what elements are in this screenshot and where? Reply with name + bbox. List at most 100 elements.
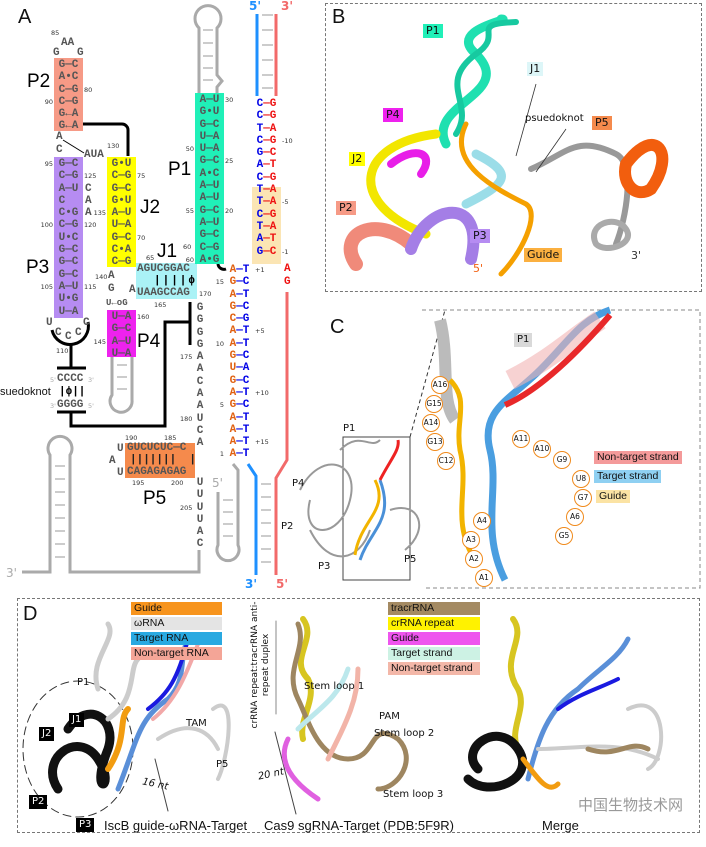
- position-number: 80: [84, 85, 93, 94]
- base-pair-text: U: [196, 477, 204, 489]
- base-pair-text: A—T: [229, 448, 250, 461]
- base-pair-text: G•U: [111, 158, 132, 170]
- base-pair: A—T+1: [226, 264, 265, 276]
- position-number: 20: [225, 206, 234, 215]
- p1-hairpin: [193, 4, 224, 93]
- base-pair-text: G—C: [199, 229, 220, 242]
- base-pair-text: C•G: [58, 207, 79, 220]
- base-pair-text: A—U: [199, 94, 220, 106]
- panel-b-structure: [343, 14, 669, 277]
- base-pair: A—T+10: [226, 387, 269, 399]
- position-number: 90: [44, 97, 53, 106]
- guide-5prime-hairpin: [215, 463, 241, 563]
- nontarget-bulge: A: [284, 263, 291, 275]
- legend-target-strand: Target strand: [388, 647, 480, 660]
- tail-number: 205: [180, 504, 193, 512]
- base-pair-text: A—T: [229, 288, 250, 301]
- base-pair: G—C: [108, 183, 135, 195]
- nucleotide-label: C12: [437, 452, 455, 470]
- p5-bottom: CAGAGAGAG: [127, 466, 187, 478]
- c-p1-label: P1: [514, 333, 533, 347]
- p5-loop-base: A: [109, 455, 116, 467]
- p1-box: [195, 93, 224, 264]
- base-pair-text: A—T: [229, 325, 250, 338]
- base-pair-text: G—C: [111, 231, 132, 244]
- p2-link-aua: AUA: [84, 149, 104, 161]
- base-pair-text: C: [196, 424, 204, 437]
- nucleotide-label: A3: [462, 531, 480, 549]
- base-pair-text: G—C: [256, 245, 277, 258]
- base-pair: A—T: [253, 159, 280, 171]
- p2-link-a: A: [56, 131, 63, 143]
- base-pair: C—G: [253, 98, 280, 110]
- base-pair-text: U—A: [111, 311, 132, 323]
- p4-box: [107, 310, 136, 357]
- overview-p1-label: P1: [343, 423, 356, 434]
- zoom-region-box: [342, 436, 411, 581]
- base-pair-text: G—C: [199, 204, 220, 217]
- base-pair: G: [194, 327, 206, 339]
- position-number: 55: [185, 206, 194, 215]
- p5-bonds: ||||||| |: [130, 454, 197, 466]
- base-pair-text: A—U: [58, 182, 79, 195]
- base-pair-text: U—A: [111, 219, 132, 232]
- nucleotide-label: G9: [553, 451, 571, 469]
- base-pair-text: G•U: [199, 106, 220, 119]
- base-pair-text: G: [196, 326, 204, 339]
- j1-bonds: ||||ϕ: [154, 275, 198, 287]
- base-pair-text: A—U: [58, 280, 79, 293]
- p3-loop-base: C: [55, 327, 62, 339]
- base-pair-text: T—A: [256, 184, 277, 197]
- base-pair-text: C—G: [256, 98, 277, 110]
- base-pair-text: A—U: [111, 207, 132, 220]
- position-number: -5: [282, 198, 289, 207]
- b-5prime-label: 5': [473, 262, 484, 275]
- p5-loop-base: U: [117, 467, 124, 479]
- target-3prime: 3': [245, 577, 258, 591]
- nucleotide-label: A11: [512, 430, 530, 448]
- p2-loop-number: 85: [51, 29, 60, 37]
- overview-p5-label: P5: [404, 554, 417, 565]
- linker-number: 175: [180, 353, 193, 361]
- base-pair: G—C: [226, 350, 253, 362]
- iscb-p5-label: P5: [216, 759, 229, 770]
- position-number: 95: [44, 160, 53, 168]
- p3-loop-arc: [50, 321, 90, 346]
- iscb-j1-label: J1: [69, 713, 85, 727]
- base-pair-text: C—G: [199, 241, 220, 254]
- b-j2-label: J2: [349, 152, 366, 166]
- base-pair-text: C—G: [58, 219, 79, 232]
- base-pair-text: G—C: [58, 256, 79, 269]
- base-pair-text: U—A: [199, 143, 220, 156]
- pk-5prime: 5': [88, 402, 94, 410]
- j1-left-pair: U←oG: [106, 298, 128, 308]
- base-pair: U—A: [226, 362, 253, 374]
- base-pair: A—T+5: [226, 325, 265, 338]
- base-pair: A—T: [226, 289, 253, 301]
- base-pair: A—T+15: [226, 436, 269, 449]
- position-number: 120: [84, 221, 97, 230]
- pk-bonds: |ϕ||: [59, 386, 86, 398]
- position-number: 105: [40, 282, 53, 291]
- panel-a-lines: [22, 4, 289, 575]
- overview-p2-label: P2: [281, 521, 294, 532]
- p5-top: GUCUCUC—C: [127, 442, 187, 454]
- base-pair-text: U: [196, 412, 204, 425]
- base-pair-text: A—T: [229, 436, 250, 449]
- base-pair: U: [194, 477, 206, 489]
- base-pair-text: A—U: [111, 335, 132, 348]
- base-pair: A—U: [55, 183, 82, 195]
- base-pair-text: A•C: [199, 167, 220, 180]
- base-pair-text: C—G: [58, 170, 79, 183]
